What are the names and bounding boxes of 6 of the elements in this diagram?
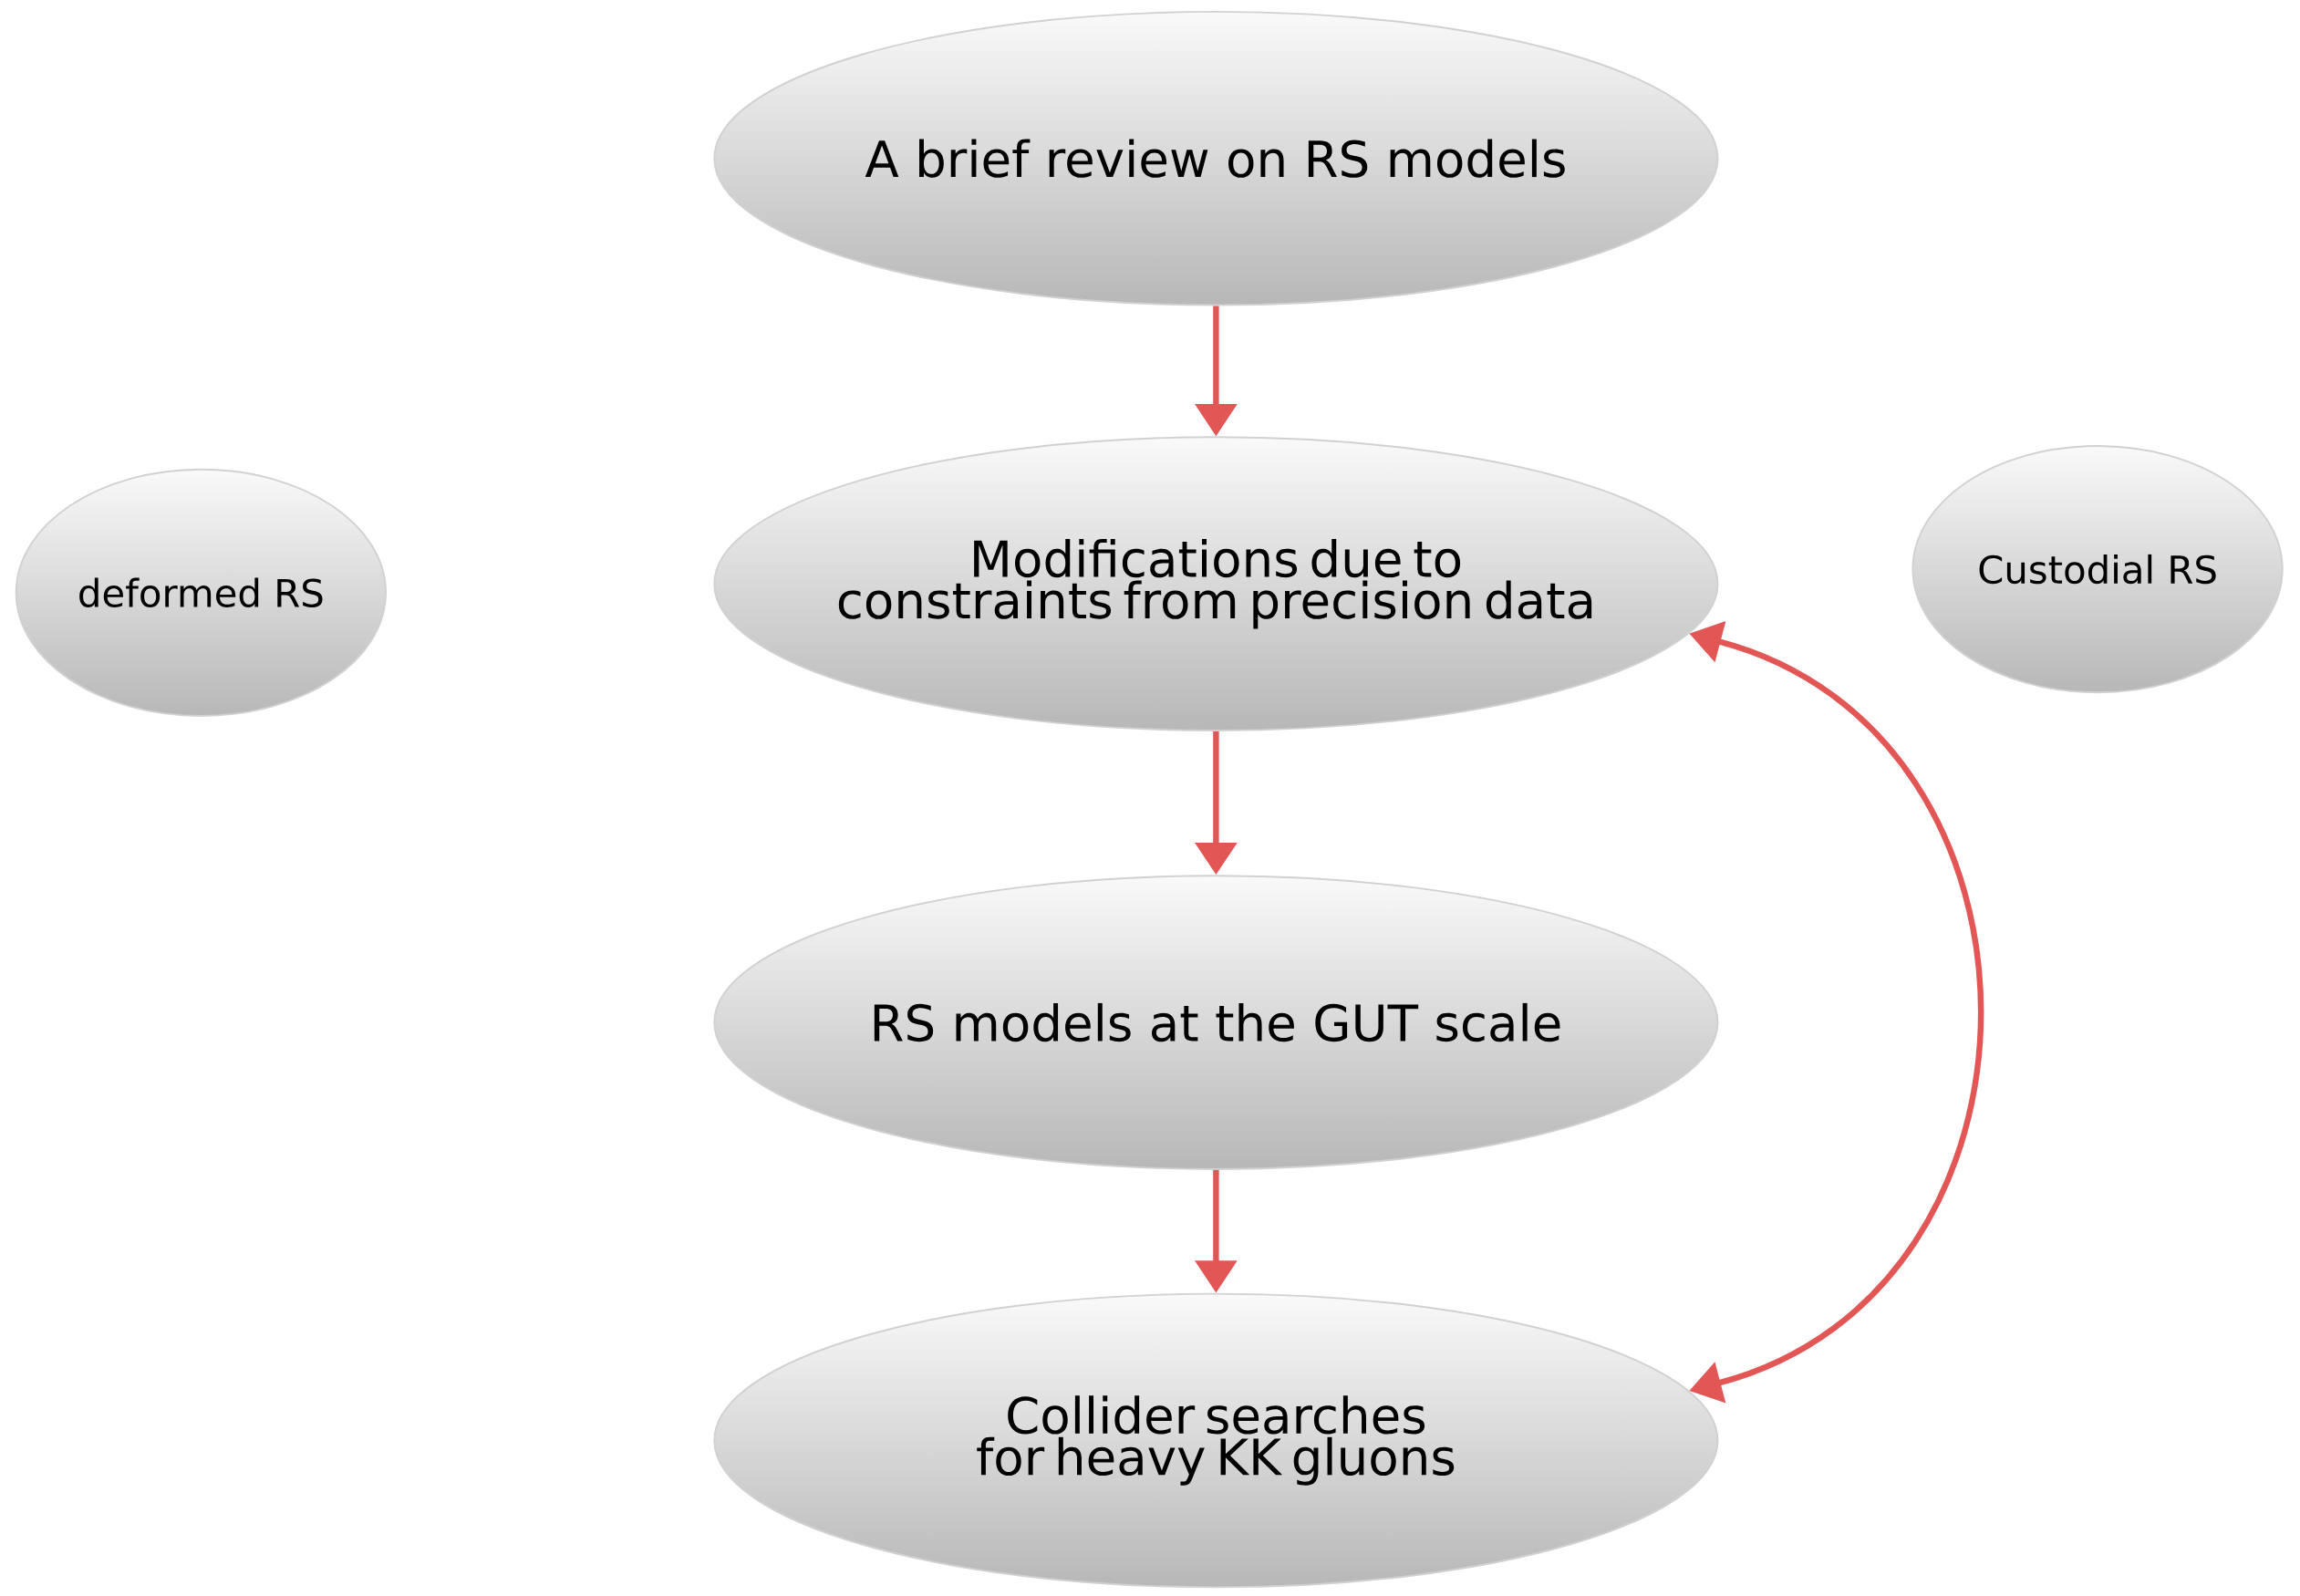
- ellipse-node: Modifications due to constraints from precision data: [713, 436, 1719, 731]
- ellipse-node: Collider searches for heavy KK gluons: [713, 1292, 1719, 1589]
- ellipse-node: deformed RS: [15, 468, 387, 717]
- ellipse-node: RS models at the GUT scale: [713, 875, 1719, 1170]
- ellipse-node: A brief review on RS models: [713, 10, 1719, 306]
- ellipse-node: Custodial RS: [1911, 445, 2284, 694]
